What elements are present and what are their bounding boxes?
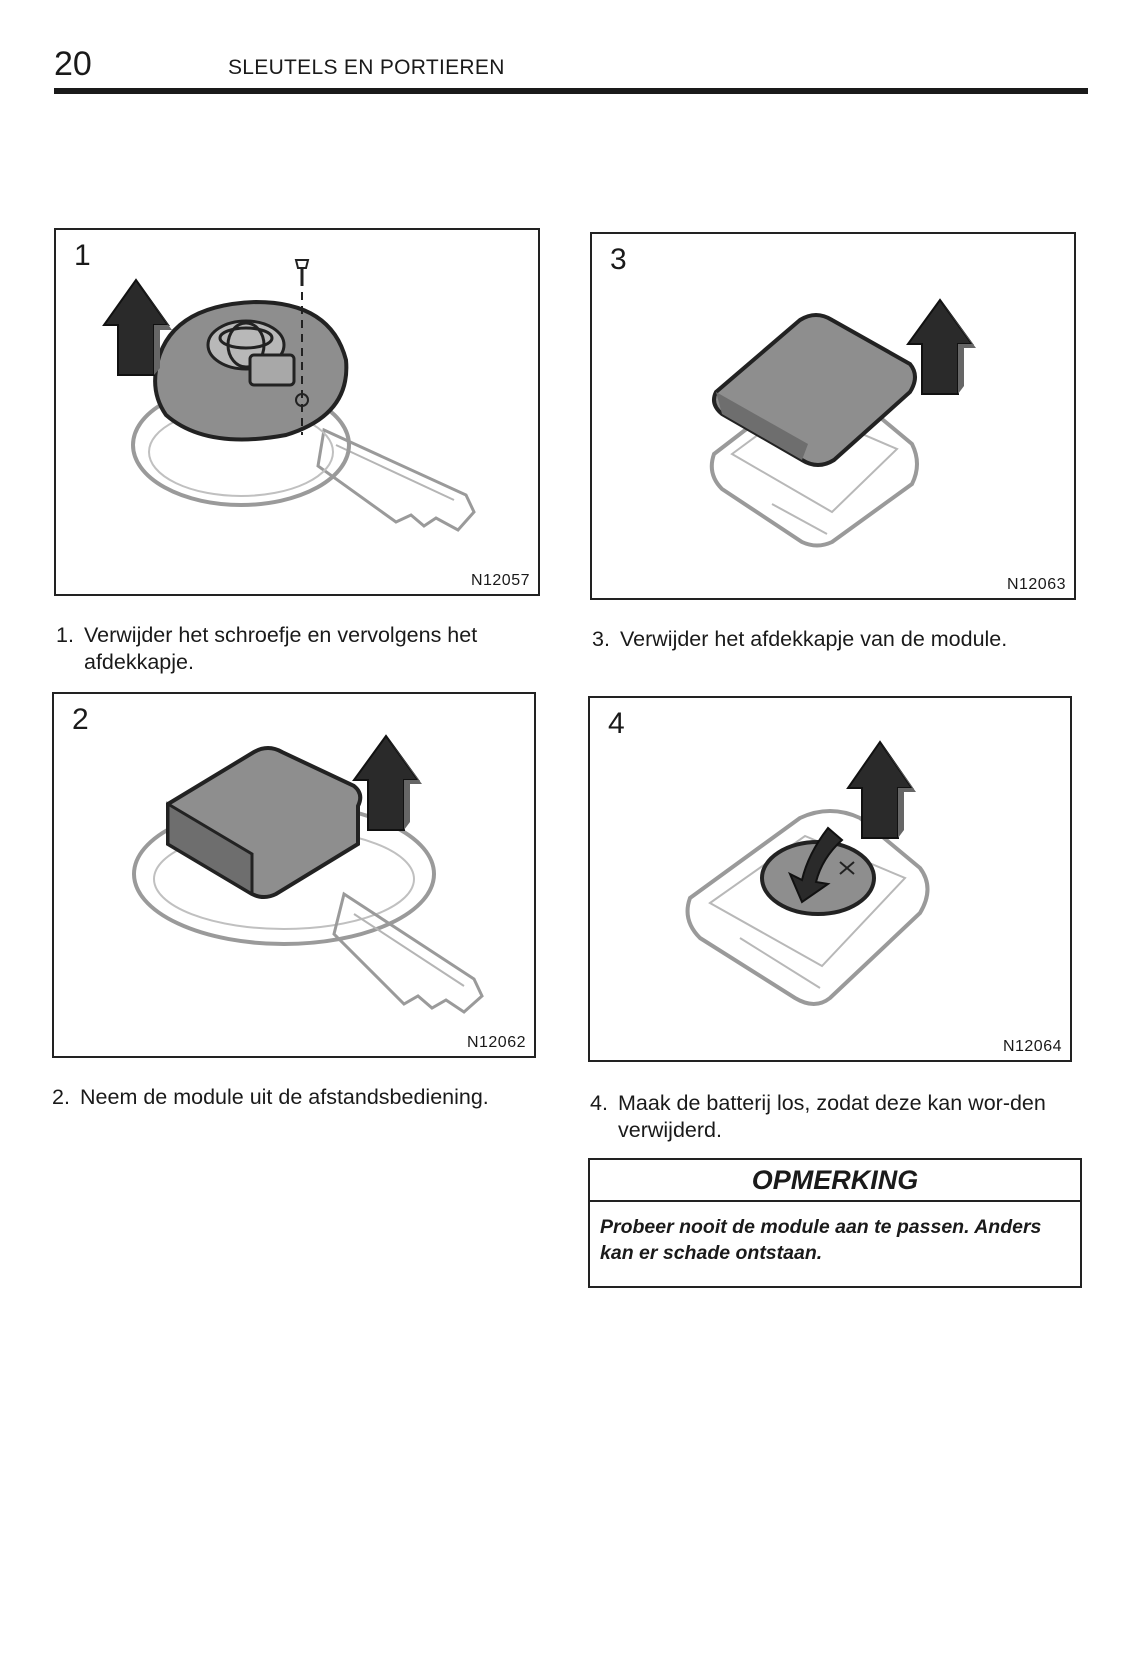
caption-step-2: 2. Neem de module uit de afstandsbedieni… bbox=[52, 1084, 552, 1111]
note-text: Probeer nooit de module aan te passen. A… bbox=[600, 1216, 1042, 1264]
panel-number: 3 bbox=[610, 243, 627, 276]
panel-number: 1 bbox=[74, 239, 91, 272]
caption-text: Verwijder het schroefje en vervolgens he… bbox=[84, 623, 478, 674]
figure-panel-3: 3 N12063 bbox=[590, 232, 1076, 600]
caption-number: 4. bbox=[590, 1091, 608, 1115]
figure-code: N12064 bbox=[1002, 1038, 1062, 1055]
caption-text: Neem de module uit de afstandsbediening. bbox=[80, 1085, 489, 1109]
figure-code: N12062 bbox=[466, 1034, 526, 1051]
panel-number: 2 bbox=[72, 703, 89, 736]
key-cover-removal-illustration bbox=[102, 259, 476, 532]
caption-text: Maak de batterij los, zodat deze kan wor… bbox=[618, 1091, 1046, 1142]
caption-number: 3. bbox=[592, 627, 610, 651]
panel-number: 4 bbox=[608, 707, 625, 740]
figure-panel-1: 1 N12057 bbox=[54, 228, 540, 596]
note-title: OPMERKING bbox=[590, 1160, 1080, 1202]
page-number: 20 bbox=[54, 45, 92, 83]
battery-removal-illustration bbox=[685, 740, 930, 1006]
figure-panel-4: 4 N12064 bbox=[588, 696, 1072, 1062]
caption-text: Verwijder het afdekkapje van de module. bbox=[620, 627, 1008, 651]
figure-code: N12063 bbox=[1006, 576, 1066, 593]
caption-number: 1. bbox=[56, 623, 74, 647]
module-cover-removal-illustration bbox=[709, 298, 976, 548]
caption-step-3: 3. Verwijder het afdekkapje van de modul… bbox=[592, 626, 1072, 653]
header-rule bbox=[54, 88, 1088, 94]
module-removal-illustration bbox=[132, 734, 484, 1014]
note-box: OPMERKING Probeer nooit de module aan te… bbox=[588, 1158, 1082, 1288]
caption-step-1: 1. Verwijder het schroefje en vervolgens… bbox=[56, 622, 536, 676]
figure-panel-2: 2 N12062 bbox=[52, 692, 536, 1058]
caption-number: 2. bbox=[52, 1085, 70, 1109]
caption-step-4: 4. Maak de batterij los, zodat deze kan … bbox=[590, 1090, 1060, 1144]
figure-code: N12057 bbox=[470, 572, 530, 589]
section-title: SLEUTELS EN PORTIEREN bbox=[228, 56, 505, 79]
